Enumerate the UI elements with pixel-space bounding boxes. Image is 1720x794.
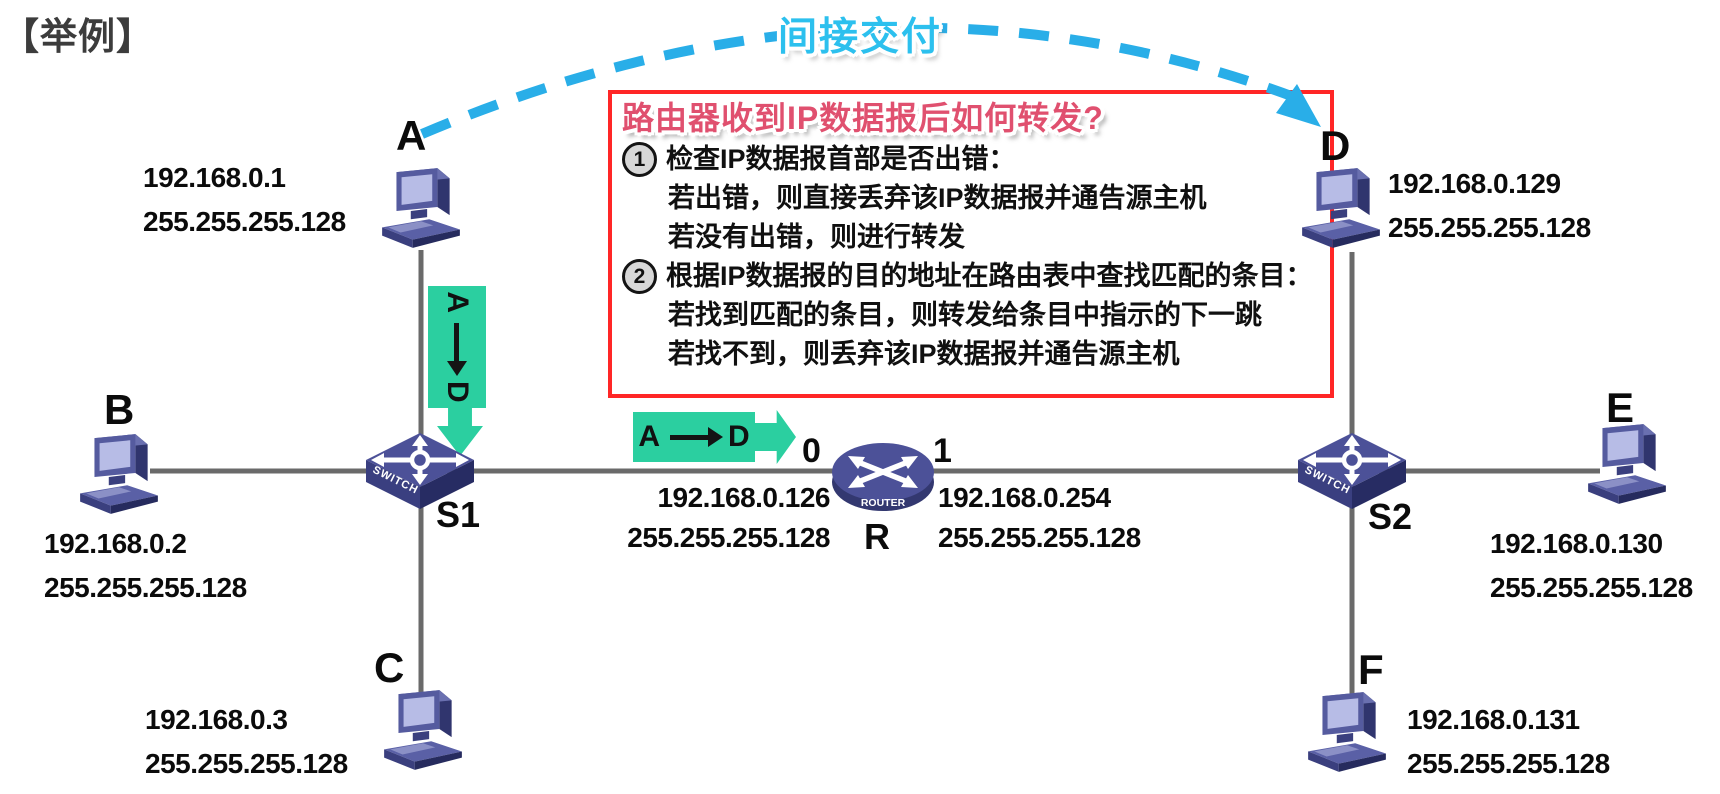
host-b-addresses: 192.168.0.2 255.255.255.128	[44, 522, 247, 610]
right-arrow-icon	[670, 434, 708, 440]
info-step-1a: 若出错，则直接丢弃该IP数据报并通告源主机	[622, 179, 1320, 218]
subnet-mask: 255.255.255.128	[145, 748, 348, 779]
router-port0-addresses: 192.168.0.126 255.255.255.128	[600, 478, 830, 558]
host-c-computer-icon	[382, 686, 464, 776]
router-forwarding-info-box: 路由器收到IP数据报后如何转发? 1 检查IP数据报首部是否出错： 若出错，则直…	[608, 90, 1334, 398]
step-text: 若没有出错，则进行转发	[668, 222, 965, 252]
host-f-computer-icon	[1306, 688, 1388, 778]
ip-address: 192.168.0.2	[44, 528, 187, 559]
subnet-mask: 255.255.255.128	[1490, 572, 1693, 603]
host-c-addresses: 192.168.0.3 255.255.255.128	[145, 698, 348, 786]
ip-address: 192.168.0.126	[657, 482, 830, 513]
router-label: R	[864, 516, 890, 557]
host-a-label: A	[396, 112, 427, 159]
host-e-computer-icon	[1586, 420, 1668, 510]
switch-s2-label: S2	[1368, 496, 1413, 537]
info-step-2b: 若找不到，则丢弃该IP数据报并通告源主机	[622, 335, 1320, 374]
circled-number-2: 2	[622, 259, 657, 294]
subnet-mask: 255.255.255.128	[1407, 748, 1610, 779]
subnet-mask: 255.255.255.128	[627, 522, 830, 553]
switch-s2-icon: SWITCH	[1296, 432, 1408, 510]
host-e-addresses: 192.168.0.130 255.255.255.128	[1490, 522, 1693, 610]
host-c-label: C	[374, 644, 405, 691]
host-d-label: D	[1320, 122, 1351, 169]
ip-address: 192.168.0.131	[1407, 704, 1580, 735]
packet-a-to-d-vertical: A D	[428, 286, 486, 408]
subnet-mask: 255.255.255.128	[143, 206, 346, 237]
step-text: 若找不到，则丢弃该IP数据报并通告源主机	[668, 339, 1180, 369]
packet-a-to-d-horizontal: A D	[633, 412, 755, 462]
router-icon-label: ROUTER	[861, 497, 906, 509]
router-icon: ROUTER	[830, 438, 936, 514]
host-f-label: F	[1358, 646, 1384, 693]
subnet-mask: 255.255.255.128	[44, 572, 247, 603]
example-label: 【举例】	[2, 16, 154, 57]
host-d-addresses: 192.168.0.129 255.255.255.128	[1388, 162, 1591, 250]
ip-address: 192.168.0.129	[1388, 168, 1561, 199]
step-text: 若找到匹配的条目，则转发给条目中指示的下一跳	[668, 300, 1262, 330]
packet-src: A	[441, 291, 474, 313]
right-arrow-icon	[454, 323, 460, 361]
switch-s1-label: S1	[436, 494, 481, 535]
ip-address: 192.168.0.3	[145, 704, 288, 735]
info-box-title: 路由器收到IP数据报后如何转发?	[622, 100, 1104, 136]
ip-address: 192.168.0.254	[938, 482, 1111, 513]
host-d-computer-icon	[1300, 164, 1382, 254]
ip-address: 192.168.0.130	[1490, 528, 1663, 559]
switch-s1-icon: SWITCH	[364, 432, 476, 510]
packet-label: A D	[428, 286, 486, 408]
host-b-computer-icon	[78, 430, 160, 520]
ip-address: 192.168.0.1	[143, 162, 286, 193]
host-b-label: B	[104, 386, 135, 433]
packet-dst: D	[728, 420, 750, 453]
circled-number-1: 1	[622, 142, 657, 177]
indirect-delivery-label: 间接交付	[778, 16, 943, 59]
packet-src: A	[638, 420, 660, 453]
packet-dst: D	[441, 381, 474, 403]
step-text: 根据IP数据报的目的地址在路由表中查找匹配的条目：	[666, 261, 1313, 291]
router-port1-addresses: 192.168.0.254 255.255.255.128	[938, 478, 1141, 558]
router-port1-label: 1	[933, 432, 952, 470]
info-step-1: 1 检查IP数据报首部是否出错：	[622, 140, 1320, 179]
host-a-addresses: 192.168.0.1 255.255.255.128	[143, 156, 346, 244]
step-text: 检查IP数据报首部是否出错：	[666, 144, 1016, 174]
info-step-2a: 若找到匹配的条目，则转发给条目中指示的下一跳	[622, 296, 1320, 335]
info-step-1b: 若没有出错，则进行转发	[622, 218, 1320, 257]
router-port0-label: 0	[802, 432, 821, 470]
host-e-label: E	[1606, 384, 1635, 431]
step-text: 若出错，则直接丢弃该IP数据报并通告源主机	[668, 183, 1207, 213]
host-a-computer-icon	[380, 164, 462, 254]
info-step-2: 2 根据IP数据报的目的地址在路由表中查找匹配的条目：	[622, 257, 1320, 296]
subnet-mask: 255.255.255.128	[938, 522, 1141, 553]
subnet-mask: 255.255.255.128	[1388, 212, 1591, 243]
host-f-addresses: 192.168.0.131 255.255.255.128	[1407, 698, 1610, 786]
